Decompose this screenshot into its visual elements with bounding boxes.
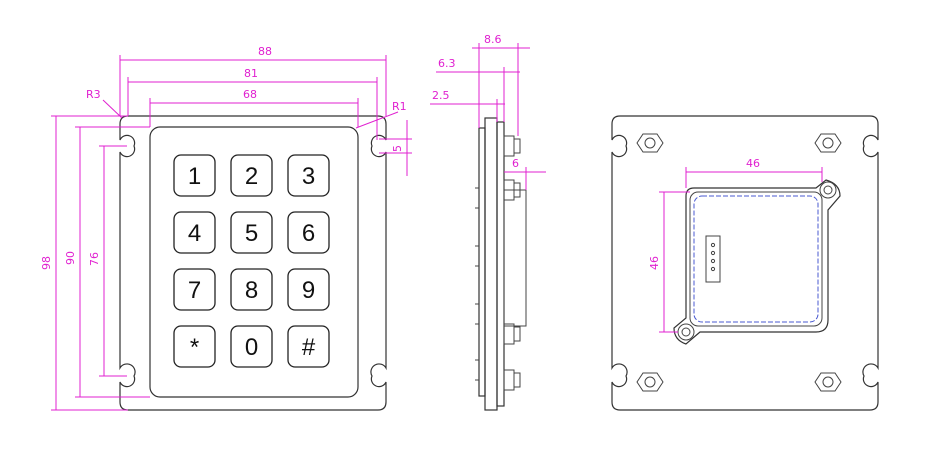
key-cap[interactable]	[287, 154, 330, 197]
side-keys-profile	[478, 127, 486, 397]
side-view: 8.6 6.3 2.5 6	[430, 33, 546, 411]
dim-r1: R1	[355, 100, 407, 129]
key-cap[interactable]	[230, 325, 273, 368]
key-label: 4	[188, 220, 201, 247]
side-pcb	[503, 189, 527, 327]
side-stud	[503, 369, 521, 391]
key-cap[interactable]	[173, 268, 216, 311]
key-5[interactable]: 6	[287, 211, 330, 254]
connector	[705, 235, 721, 283]
pcb-outline	[689, 191, 823, 327]
nut	[636, 133, 664, 153]
side-plate	[484, 117, 498, 411]
key-label: *	[190, 334, 199, 361]
key-0[interactable]: 1	[173, 154, 216, 197]
dim-46w-label: 46	[746, 157, 760, 170]
key-label: 1	[188, 163, 201, 190]
nut	[814, 133, 842, 153]
dim-6: 6	[504, 157, 546, 190]
keypad-membrane	[149, 126, 359, 398]
key-cap[interactable]	[230, 211, 273, 254]
dim-6-3-label: 6.3	[438, 57, 456, 70]
key-label: 6	[302, 220, 315, 247]
key-cap[interactable]	[287, 268, 330, 311]
key-2[interactable]: 3	[287, 154, 330, 197]
key-cap[interactable]	[173, 325, 216, 368]
dim-8-6-label: 8.6	[484, 33, 502, 46]
dim-76-label: 76	[88, 252, 101, 266]
key-cap[interactable]	[173, 154, 216, 197]
key-label: 0	[245, 334, 258, 361]
dim-81-label: 81	[244, 67, 258, 80]
dim-2-5: 2.5	[430, 89, 505, 122]
dim-88: 88	[119, 45, 387, 116]
side-stud	[503, 179, 521, 201]
key-8[interactable]: 9	[287, 268, 330, 311]
dim-8-6: 8.6	[472, 33, 530, 136]
dim-81: 81	[127, 67, 378, 140]
front-view: 1 2 3 4 5 6 7 8 9 * 0 # 88 81 68 R3 R1	[40, 45, 412, 411]
key-label: 3	[302, 163, 315, 190]
key-4[interactable]: 5	[230, 211, 273, 254]
dim-r1-label: R1	[392, 100, 407, 113]
key-label: 2	[245, 163, 258, 190]
nut	[636, 372, 664, 392]
dim-46h-label: 46	[648, 256, 661, 270]
dim-r3: R3	[86, 88, 123, 119]
side-stud	[503, 323, 521, 345]
dim-5: 5	[379, 120, 412, 176]
back-plate-outline	[611, 115, 879, 411]
dim-90-label: 90	[64, 251, 77, 265]
key-label: 7	[188, 277, 201, 304]
dim-5-label: 5	[391, 145, 404, 152]
key-7[interactable]: 8	[230, 268, 273, 311]
pcb-bracket	[673, 179, 841, 345]
nut	[814, 372, 842, 392]
key-grid: 1 2 3 4 5 6 7 8 9 * 0 #	[173, 154, 330, 368]
dim-6-3: 6.3	[436, 57, 520, 122]
key-cap[interactable]	[173, 211, 216, 254]
back-view: 46 46	[611, 115, 879, 411]
dim-6-label: 6	[512, 157, 519, 170]
dim-68-label: 68	[243, 88, 257, 101]
dim-90: 90	[64, 126, 150, 398]
dim-46-width: 46	[685, 157, 823, 188]
dim-2-5-label: 2.5	[432, 89, 450, 102]
key-1[interactable]: 2	[230, 154, 273, 197]
dim-r3-label: R3	[86, 88, 101, 101]
dim-98: 98	[40, 115, 128, 411]
key-label: 9	[302, 277, 315, 304]
side-back-plate	[496, 121, 505, 407]
key-label: 5	[245, 220, 258, 247]
side-stud	[503, 135, 521, 157]
key-10[interactable]: 0	[230, 325, 273, 368]
front-plate-outline	[119, 115, 387, 411]
dim-88-label: 88	[258, 45, 272, 58]
key-cap[interactable]	[230, 268, 273, 311]
key-label: 8	[245, 277, 258, 304]
key-6[interactable]: 7	[173, 268, 216, 311]
key-3[interactable]: 4	[173, 211, 216, 254]
dim-68: 68	[149, 88, 359, 127]
key-cap[interactable]	[287, 211, 330, 254]
key-cap[interactable]	[287, 325, 330, 368]
key-label: #	[302, 334, 316, 361]
dim-46-height: 46	[648, 191, 690, 333]
key-11[interactable]: #	[287, 325, 330, 368]
key-9[interactable]: *	[173, 325, 216, 368]
dim-98-label: 98	[40, 256, 53, 270]
dim-76: 76	[88, 145, 127, 377]
gasket-outline	[693, 195, 819, 323]
key-cap[interactable]	[230, 154, 273, 197]
